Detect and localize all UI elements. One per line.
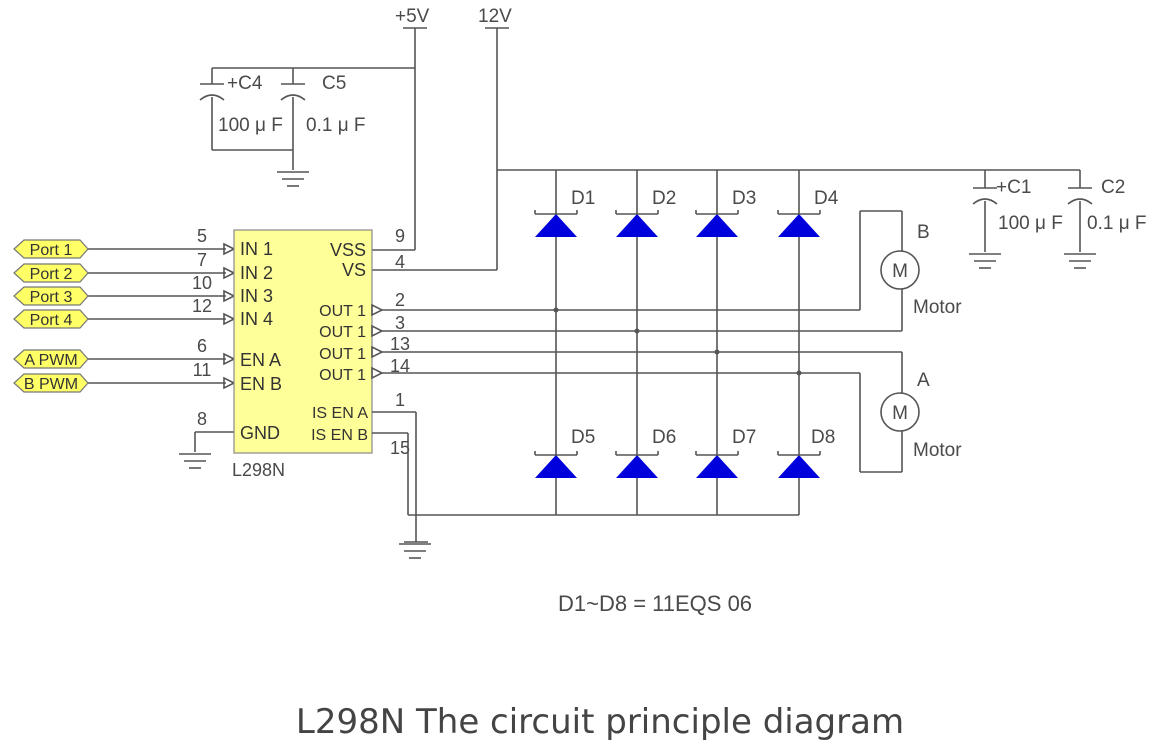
svg-text:D8: D8 [811, 427, 835, 448]
svg-text:9: 9 [395, 226, 405, 246]
svg-text:OUT 1: OUT 1 [319, 367, 366, 384]
c4-value: 100 μ F [218, 115, 283, 136]
diode-d6 [615, 451, 659, 478]
svg-text:IS EN A: IS EN A [312, 405, 368, 422]
motor-a: M [880, 392, 920, 432]
c1-value: 100 μ F [998, 213, 1063, 234]
capacitor-c5 [280, 83, 306, 101]
c4-name: +C4 [227, 73, 263, 94]
svg-text:D6: D6 [652, 427, 676, 448]
port-1-label: Port 1 [30, 242, 73, 259]
l298n-chip: IN 1 IN 2 IN 3 IN 4 EN A EN B GND VSS VS… [233, 229, 373, 454]
port-b-pwm-label: B PWM [24, 376, 78, 393]
junction-dots [553, 307, 802, 376]
ground-symbol-c5 [277, 171, 309, 187]
svg-text:2: 2 [395, 290, 405, 310]
right-pin-numbers: 9 4 2 3 13 14 1 15 [390, 226, 410, 458]
diode-d3 [695, 210, 739, 237]
svg-text:IN 2: IN 2 [240, 263, 273, 283]
capacitor-c4 [199, 83, 225, 101]
port-3-label: Port 3 [30, 289, 73, 306]
svg-text:M: M [892, 261, 908, 282]
svg-text:EN B: EN B [240, 374, 282, 394]
svg-text:D3: D3 [732, 188, 756, 209]
c5-value: 0.1 μ F [306, 115, 366, 136]
ground-symbol-sense [399, 543, 431, 559]
svg-text:7: 7 [197, 250, 207, 270]
input-wiring [86, 242, 236, 390]
left-pin-numbers: 5 7 10 12 6 11 8 [192, 226, 212, 429]
diode-d1 [534, 210, 578, 237]
ground-symbol-c1 [969, 253, 1001, 269]
supply-12v-label: 12V [478, 6, 512, 27]
svg-text:13: 13 [390, 334, 410, 354]
svg-text:M: M [892, 403, 908, 424]
svg-text:VSS: VSS [330, 240, 366, 260]
svg-text:OUT 1: OUT 1 [319, 324, 366, 341]
svg-text:D5: D5 [571, 427, 595, 448]
motor-a-caption: Motor [913, 440, 962, 461]
svg-text:D7: D7 [732, 427, 756, 448]
svg-text:IN 3: IN 3 [240, 286, 273, 306]
capacitor-c1 [972, 187, 998, 205]
svg-text:1: 1 [395, 390, 405, 410]
capacitor-c2 [1067, 187, 1093, 205]
ground-symbol-c2 [1064, 253, 1096, 269]
svg-text:5: 5 [197, 226, 207, 246]
diode-labels: D1 D2 D3 D4 D5 D6 D7 D8 [571, 188, 839, 448]
port-a-pwm-label: A PWM [24, 352, 77, 369]
c2-name: C2 [1101, 177, 1125, 198]
svg-text:15: 15 [390, 438, 410, 458]
diagram-title: L298N The circuit principle diagram [296, 702, 904, 742]
c1-name: +C1 [996, 177, 1031, 198]
svg-text:GND: GND [240, 423, 280, 443]
port-2-label: Port 2 [30, 266, 73, 283]
port-tags: Port 1 Port 2 Port 3 Port 4 A PWM B PWM [13, 239, 89, 393]
svg-text:11: 11 [193, 360, 212, 380]
port-4-label: Port 4 [30, 312, 73, 329]
chip-name: L298N [232, 460, 285, 480]
svg-text:D4: D4 [814, 188, 839, 209]
motor-a-label: A [917, 370, 930, 391]
svg-text:6: 6 [197, 336, 207, 356]
svg-text:10: 10 [192, 273, 212, 293]
svg-text:IS EN B: IS EN B [311, 427, 368, 444]
svg-text:VS: VS [342, 260, 366, 280]
svg-text:12: 12 [192, 296, 212, 316]
svg-text:D1: D1 [571, 188, 595, 209]
svg-text:EN A: EN A [240, 350, 281, 370]
diode-d8 [777, 451, 821, 478]
svg-text:OUT 1: OUT 1 [319, 303, 366, 320]
svg-text:14: 14 [390, 356, 410, 376]
c2-value: 0.1 μ F [1087, 213, 1147, 234]
diode-d5 [534, 451, 578, 478]
svg-text:OUT 1: OUT 1 [319, 346, 366, 363]
motor-b: M [880, 250, 920, 290]
diode-d2 [615, 210, 659, 237]
supply-5v-label: +5V [395, 6, 430, 27]
diode-d7 [695, 451, 739, 478]
motor-b-caption: Motor [913, 297, 962, 318]
c5-name: C5 [322, 73, 346, 94]
ground-symbol-chip [179, 431, 235, 469]
diode-d4 [777, 210, 821, 237]
svg-text:IN 1: IN 1 [240, 239, 273, 259]
diode-part-note: D1~D8 = 11EQS 06 [558, 591, 752, 616]
svg-text:8: 8 [197, 409, 207, 429]
svg-text:4: 4 [395, 252, 405, 272]
svg-text:D2: D2 [652, 188, 676, 209]
svg-text:IN 4: IN 4 [240, 309, 273, 329]
svg-text:3: 3 [395, 313, 405, 333]
supply-wiring [211, 27, 1081, 271]
motor-b-label: B [917, 222, 930, 243]
